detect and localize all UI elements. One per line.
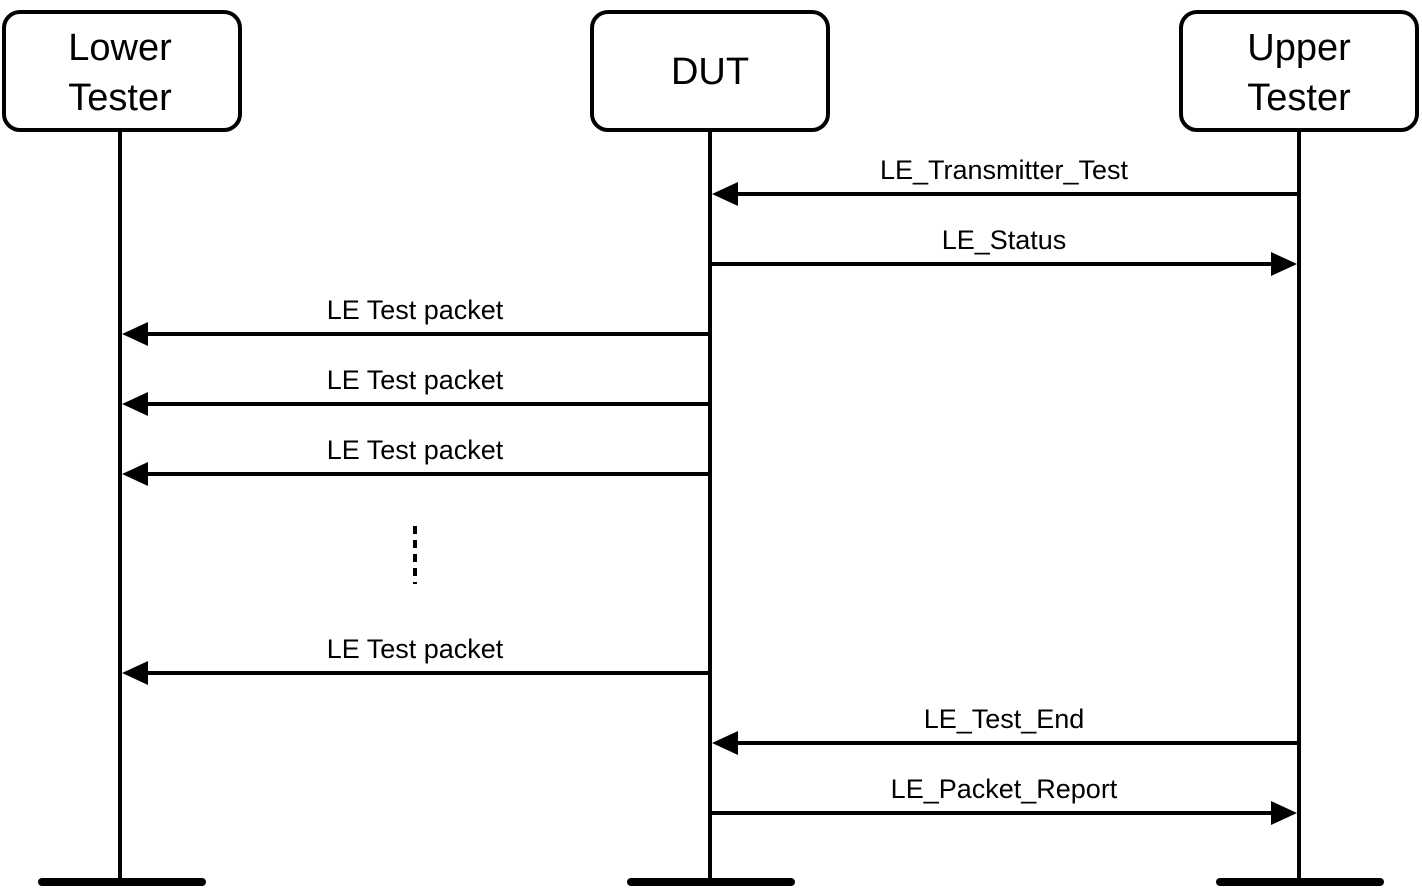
- message-label: LE_Status: [942, 225, 1067, 255]
- participant-label-lower-line2: Tester: [68, 77, 172, 119]
- message-test-packet-2: LE Test packet: [122, 365, 710, 416]
- message-label: LE Test packet: [327, 295, 504, 325]
- participant-label-upper-line1: Upper: [1247, 27, 1351, 69]
- message-label: LE_Packet_Report: [891, 774, 1118, 804]
- participant-dut: DUT: [590, 10, 830, 886]
- message-label: LE Test packet: [327, 435, 504, 465]
- message-label: LE Test packet: [327, 634, 504, 664]
- participant-label-dut: DUT: [671, 51, 749, 93]
- arrowhead-left: [122, 462, 148, 486]
- participant-label-upper-line2: Tester: [1247, 77, 1351, 119]
- message-label: LE_Transmitter_Test: [880, 155, 1129, 185]
- message-test-packet-1: LE Test packet: [122, 295, 710, 346]
- message-transmitter-test: LE_Transmitter_Test: [712, 155, 1299, 206]
- arrowhead-left: [122, 392, 148, 416]
- participant-lower-tester: Lower Tester: [2, 10, 242, 886]
- participant-label-lower-line1: Lower: [68, 27, 172, 69]
- message-label: LE_Test_End: [924, 704, 1085, 734]
- arrowhead-left: [122, 661, 148, 685]
- arrowhead-right: [1271, 801, 1297, 825]
- participant-upper-tester: Upper Tester: [1179, 10, 1419, 886]
- message-packet-report: LE_Packet_Report: [710, 774, 1297, 825]
- message-label: LE Test packet: [327, 365, 504, 395]
- arrowhead-left: [712, 182, 738, 206]
- arrowhead-left: [712, 731, 738, 755]
- message-status: LE_Status: [710, 225, 1297, 276]
- arrowhead-right: [1271, 252, 1297, 276]
- message-test-end: LE_Test_End: [712, 704, 1299, 755]
- arrowhead-left: [122, 322, 148, 346]
- message-test-packet-last: LE Test packet: [122, 634, 710, 685]
- message-test-packet-3: LE Test packet: [122, 435, 710, 486]
